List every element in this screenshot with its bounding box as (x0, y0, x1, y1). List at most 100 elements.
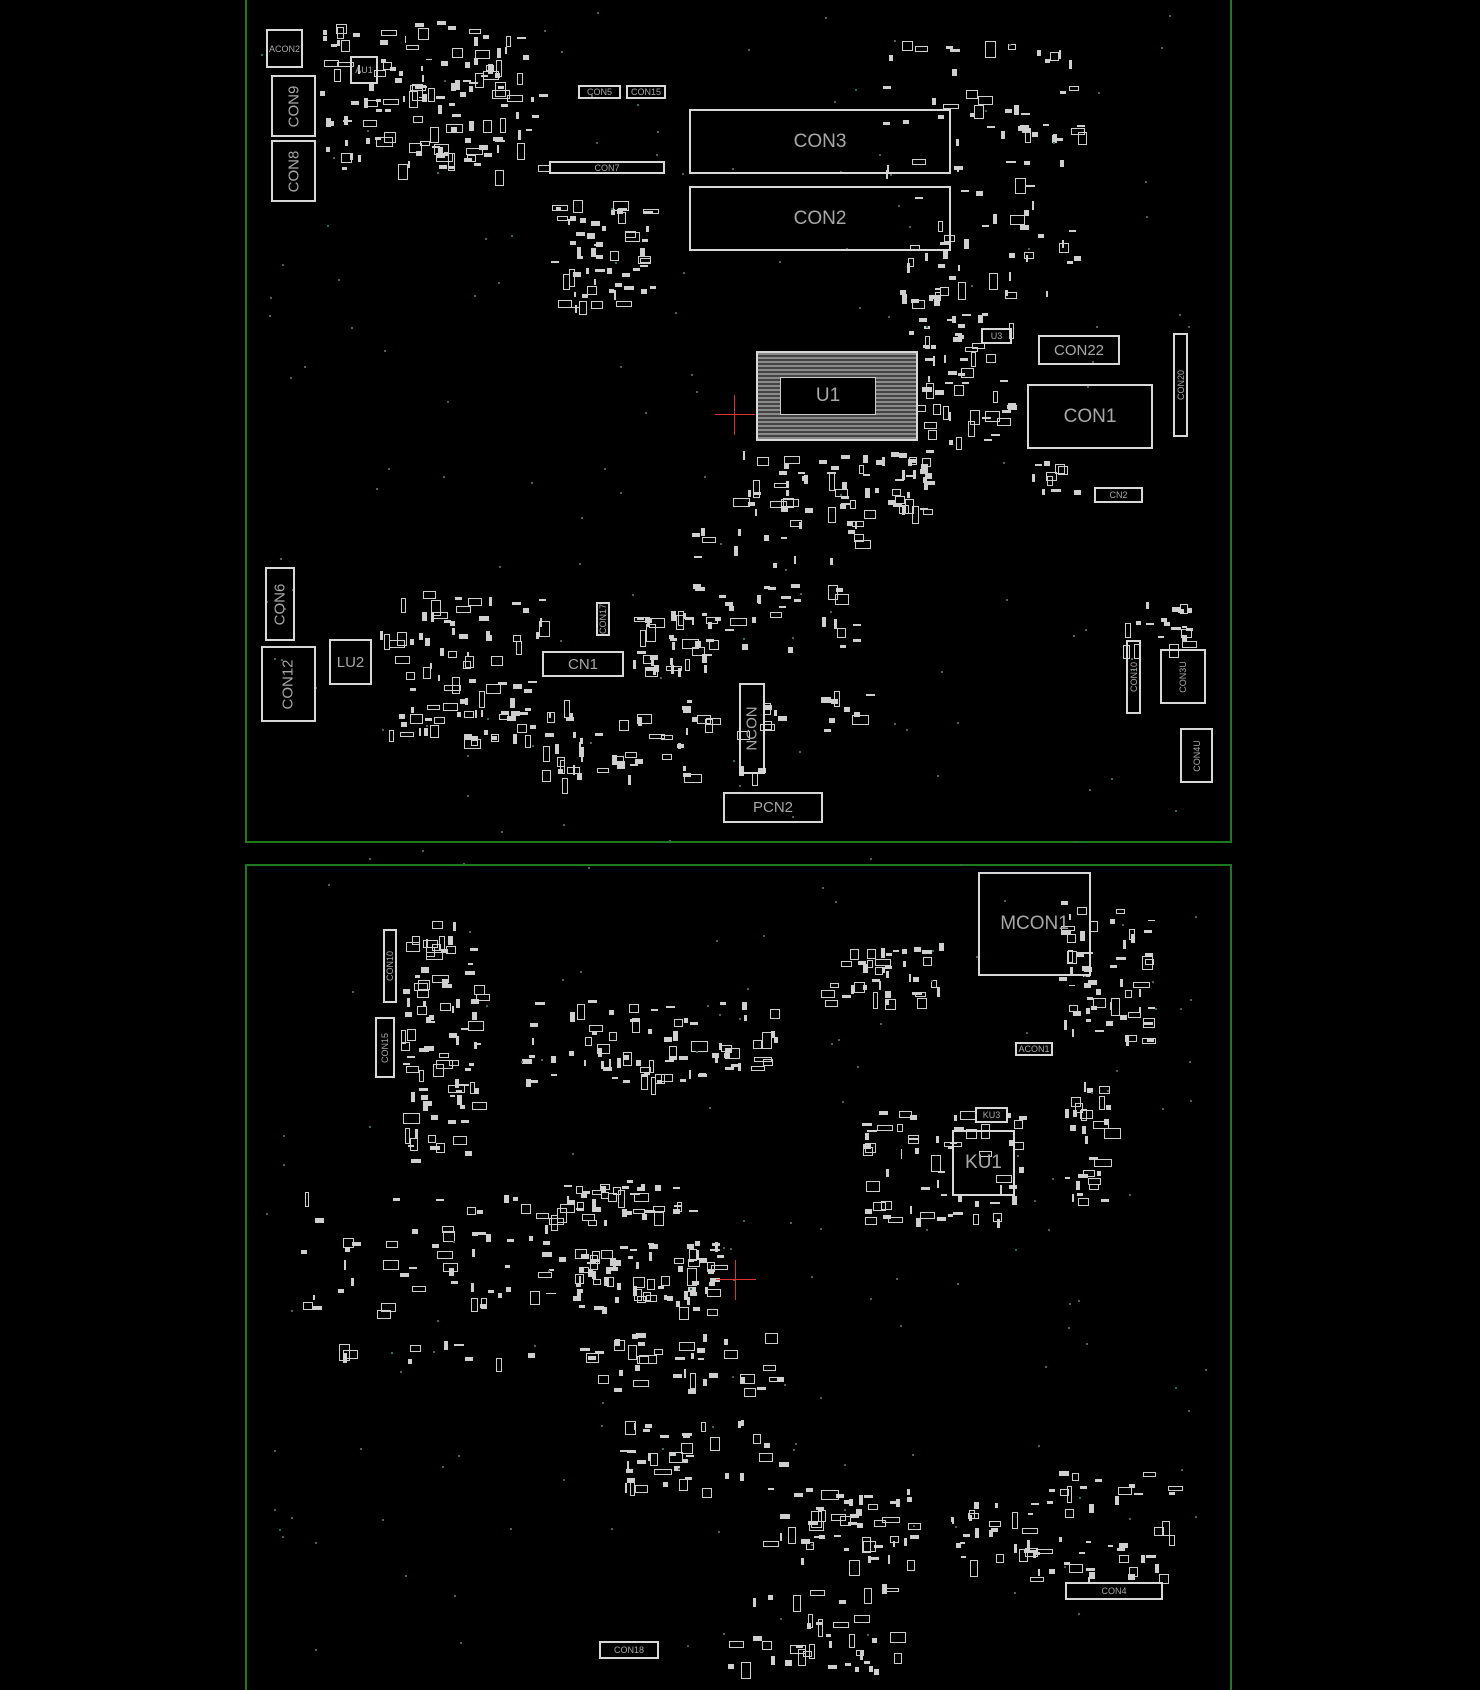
smd-component (679, 1056, 689, 1061)
smd-component (853, 982, 865, 993)
test-point (1205, 1368, 1208, 1371)
smd-component (421, 1094, 429, 1100)
smd-component (530, 1022, 538, 1028)
smd-component (1085, 1541, 1091, 1544)
smd-component (1059, 976, 1067, 981)
smd-component (763, 1442, 770, 1449)
smd-component (366, 99, 378, 107)
part-con20[interactable]: CON20 (1173, 333, 1188, 437)
part-con15-top[interactable]: CON15 (626, 85, 666, 99)
test-point (315, 687, 318, 690)
board-bottom-side[interactable] (245, 864, 1232, 1690)
test-point (843, 1508, 846, 1511)
part-con12[interactable]: CON12 (261, 646, 316, 722)
part-con3u[interactable]: CON3U (1160, 649, 1206, 704)
smd-component (645, 1423, 652, 1429)
smd-component (612, 200, 629, 212)
test-point (1003, 461, 1006, 464)
test-point (540, 1058, 543, 1061)
smd-component (942, 249, 949, 259)
test-point (718, 1014, 721, 1017)
smd-component (551, 1214, 558, 1231)
smd-component (1066, 1485, 1073, 1504)
part-u1-cpu[interactable]: U1 (756, 351, 918, 441)
part-con8[interactable]: CON8 (271, 140, 316, 202)
part-mcon1[interactable]: MCON1 (978, 872, 1091, 976)
smd-component (543, 1240, 551, 1245)
smd-component (802, 1651, 813, 1657)
smd-component (934, 287, 941, 291)
part-con18[interactable]: CON18 (599, 1641, 659, 1659)
smd-component (629, 1004, 639, 1014)
part-ku1[interactable]: KU1 (952, 1130, 1015, 1196)
part-con4u[interactable]: CON4U (1180, 728, 1213, 783)
smd-component (603, 1219, 608, 1227)
part-au1[interactable]: AU1 (350, 56, 378, 84)
test-point (1048, 1228, 1051, 1231)
smd-component (591, 1259, 600, 1263)
part-u3[interactable]: U3 (981, 328, 1012, 344)
part-ncon[interactable]: NCON (739, 683, 765, 774)
part-con15-bottom[interactable]: CON15 (375, 1017, 395, 1078)
smd-component (629, 1248, 638, 1252)
part-con5[interactable]: CON5 (578, 85, 621, 99)
smd-component (738, 1063, 741, 1072)
smd-component (409, 713, 424, 724)
part-con4[interactable]: CON4 (1065, 1582, 1163, 1600)
part-con10-bottom[interactable]: CON10 (383, 929, 397, 1003)
smd-component (909, 331, 915, 336)
part-con9[interactable]: CON9 (271, 75, 316, 137)
board-top-side[interactable] (245, 0, 1232, 843)
smd-component (724, 1339, 728, 1346)
part-con7[interactable]: CON7 (549, 161, 665, 174)
smd-component (420, 65, 424, 71)
smd-component (410, 1138, 418, 1151)
smd-component (580, 738, 583, 745)
part-con17[interactable]: CON17 (596, 602, 610, 636)
smd-component (662, 1481, 669, 1487)
smd-component (632, 267, 641, 271)
smd-component (753, 1056, 772, 1062)
part-con3[interactable]: CON3 (689, 109, 951, 174)
smd-component (341, 39, 350, 52)
smd-component (409, 688, 416, 691)
smd-component (1037, 1569, 1040, 1577)
smd-component (916, 1218, 921, 1227)
smd-component (431, 1244, 440, 1248)
smd-component (530, 724, 537, 729)
part-con10-top[interactable]: CON10 (1126, 640, 1141, 714)
smd-component (601, 1306, 607, 1315)
part-con1[interactable]: CON1 (1027, 384, 1153, 449)
part-con22[interactable]: CON22 (1038, 335, 1120, 365)
smd-component (517, 36, 526, 40)
smd-component (516, 723, 528, 733)
part-ku3[interactable]: KU3 (975, 1107, 1008, 1123)
smd-component (988, 273, 998, 291)
smd-component (597, 1044, 610, 1054)
test-point (707, 1004, 709, 1007)
part-lu2[interactable]: LU2 (329, 639, 372, 685)
part-label: CON10 (1128, 661, 1139, 693)
part-acon1[interactable]: ACON1 (1015, 1042, 1053, 1056)
part-con6[interactable]: CON6 (265, 567, 295, 641)
part-cn1[interactable]: CN1 (542, 651, 624, 677)
smd-component (1018, 1166, 1024, 1173)
smd-component (474, 163, 481, 166)
smd-component (364, 97, 368, 108)
part-acon2[interactable]: ACON2 (266, 29, 303, 68)
smd-component (743, 1014, 747, 1021)
smd-component (957, 324, 966, 329)
smd-component (525, 128, 533, 132)
smd-component (710, 1437, 720, 1451)
smd-component (900, 1149, 903, 1159)
smd-component (759, 1452, 773, 1462)
smd-component (815, 1507, 824, 1510)
part-pcn2[interactable]: PCN2 (723, 792, 823, 823)
part-cn2[interactable]: CN2 (1094, 487, 1143, 503)
smd-component (999, 380, 1009, 382)
part-con2[interactable]: CON2 (689, 186, 951, 251)
smd-component (330, 44, 338, 48)
smd-component (700, 1422, 706, 1432)
smd-component (447, 1120, 457, 1125)
smd-component (885, 966, 892, 969)
